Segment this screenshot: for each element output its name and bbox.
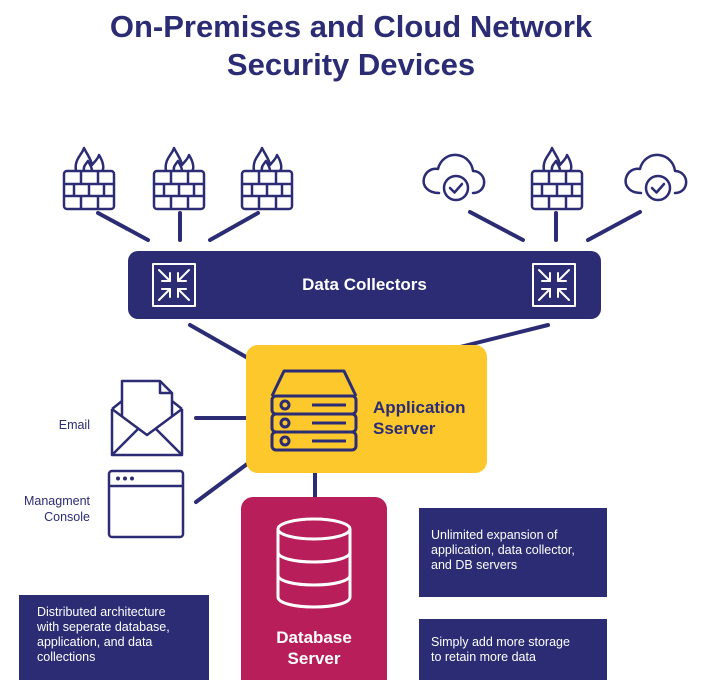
note-unlimited-expansion: Unlimited expansion of application, data… <box>419 508 607 597</box>
note-expansion-line2: application, data collector, <box>431 543 575 557</box>
note-expansion-line3: and DB servers <box>431 558 518 572</box>
collapse-arrows-icon <box>532 263 576 307</box>
management-console-label-line2: Console <box>44 510 90 524</box>
firewall-icon <box>152 146 206 211</box>
management-console-label-line1: Managment <box>23 494 90 508</box>
database-server-label: Database Server <box>241 627 387 669</box>
browser-window-icon <box>107 469 185 539</box>
connector-cloud1-collector <box>468 210 525 242</box>
management-console-label: Managment Console <box>10 493 90 525</box>
data-collectors-bar: Data Collectors <box>128 251 601 319</box>
collapse-arrows-icon <box>152 263 196 307</box>
application-server-label-line2: Sserver <box>373 419 436 438</box>
note-distributed-line3: application, and data <box>37 635 153 649</box>
note-add-storage: Simply add more storage to retain more d… <box>419 619 607 680</box>
database-server-label-line1: Database <box>276 628 352 647</box>
note-storage-line2: to retain more data <box>431 650 536 664</box>
note-distributed-line1: Distributed architecture <box>37 605 166 619</box>
connector-cloud2-collector <box>586 210 642 242</box>
note-distributed-line2: with seperate database, <box>37 620 170 634</box>
envelope-icon <box>110 379 184 457</box>
database-icon <box>276 517 352 609</box>
connector-fw1-collector <box>96 211 150 242</box>
application-server-label: Application Sserver <box>373 397 466 439</box>
server-stack-icon <box>270 369 358 452</box>
database-server-box: Database Server <box>241 497 387 680</box>
connector-fw3-collector <box>208 211 260 242</box>
title-line-1: On-Premises and Cloud Network <box>109 9 593 44</box>
note-distributed-line4: collections <box>37 650 96 664</box>
application-server-box: Application Sserver <box>246 345 487 473</box>
database-server-label-line2: Server <box>287 649 341 668</box>
note-distributed-architecture: Distributed architecture with seperate d… <box>19 595 209 680</box>
cloud-check-icon <box>624 153 688 202</box>
note-expansion-line1: Unlimited expansion of <box>431 528 558 542</box>
firewall-icon <box>240 146 294 211</box>
firewall-icon <box>530 146 584 211</box>
email-label: Email <box>58 418 90 432</box>
note-storage-line1: Simply add more storage <box>431 635 570 649</box>
application-server-label-line1: Application <box>373 398 466 417</box>
data-collectors-label: Data Collectors <box>302 275 427 294</box>
diagram-title: On-Premises and Cloud Network Security D… <box>0 8 702 84</box>
title-line-2: Security Devices <box>226 47 476 82</box>
firewall-icon <box>62 146 116 211</box>
cloud-check-icon <box>422 153 486 202</box>
